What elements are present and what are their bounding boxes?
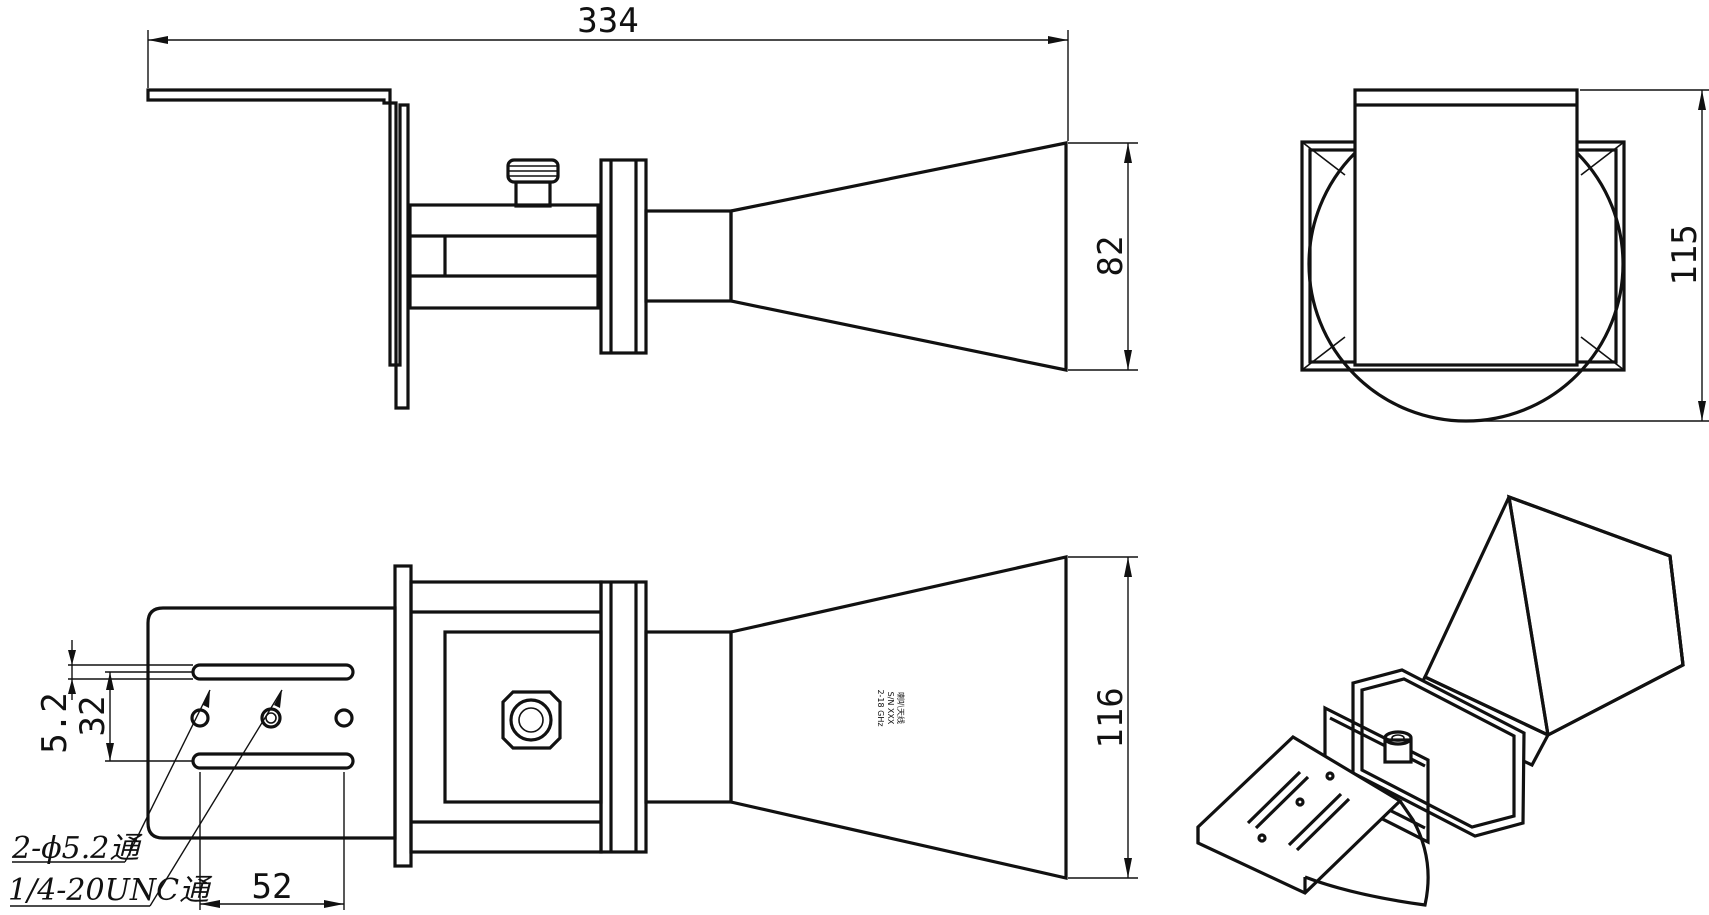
horn-throat	[644, 209, 733, 303]
nameplate: 喇叭天线 S/N XXX 2-18 GHz	[876, 689, 906, 726]
iso-slot-2	[1287, 792, 1343, 847]
dimension-overall-length: 334	[147, 1, 1069, 141]
dim-116: 116	[1091, 687, 1131, 748]
horn-flare-top	[729, 555, 1068, 881]
dim-52: 52	[252, 867, 293, 907]
mounting-bracket	[146, 88, 410, 410]
through-hole-right	[334, 708, 354, 728]
note-through-holes: 2-ϕ5.2通	[11, 831, 143, 866]
top-view: 喇叭天线 S/N XXX 2-18 GHz 116 5.2	[8, 555, 1138, 910]
dim-334: 334	[577, 1, 638, 41]
waveguide-flange	[599, 158, 648, 355]
side-view: 334 82	[146, 1, 1138, 410]
iso-horn-flare	[1422, 494, 1685, 737]
end-view: 115	[1300, 88, 1709, 423]
waveguide-flange-top	[599, 580, 648, 854]
dimension-aperture-height-end: 115	[1468, 89, 1709, 422]
iso-slot-1	[1246, 770, 1302, 825]
dimension-slot-width: 5.2	[35, 640, 193, 754]
hole-callout-leaders	[10, 689, 283, 907]
iso-coax-connector	[1383, 730, 1413, 764]
dim-115: 115	[1665, 224, 1705, 285]
dimension-slot-spacing: 32	[73, 671, 193, 762]
mounting-plate-top	[146, 606, 397, 840]
waveguide-body	[408, 203, 600, 310]
nameplate-line-2: S/N XXX	[886, 692, 895, 725]
dim-32: 32	[73, 696, 113, 737]
iso-bracket-arc	[1304, 800, 1430, 907]
waveguide-body-top	[409, 580, 603, 854]
mounting-slot-upper	[191, 663, 355, 681]
nameplate-line-3: 2-18 GHz	[876, 689, 885, 726]
mounting-slot-lower	[191, 752, 355, 770]
note-threaded-hole: 1/4-20UNC通	[8, 873, 213, 908]
isometric-view	[1196, 494, 1685, 907]
horn-flare	[729, 141, 1068, 372]
coax-connector	[506, 158, 560, 208]
dimension-aperture-width: 116	[1068, 556, 1138, 879]
horn-aperture-end	[1353, 88, 1579, 367]
dim-5-2: 5.2	[35, 692, 75, 753]
dimension-aperture-height-side: 82	[1068, 142, 1138, 371]
through-hole-left	[190, 708, 210, 728]
coax-connector-top	[501, 690, 562, 750]
nameplate-line-1: 喇叭天线	[896, 692, 906, 724]
dim-82: 82	[1091, 236, 1131, 277]
dimension-hole-spacing: 52	[199, 772, 345, 910]
